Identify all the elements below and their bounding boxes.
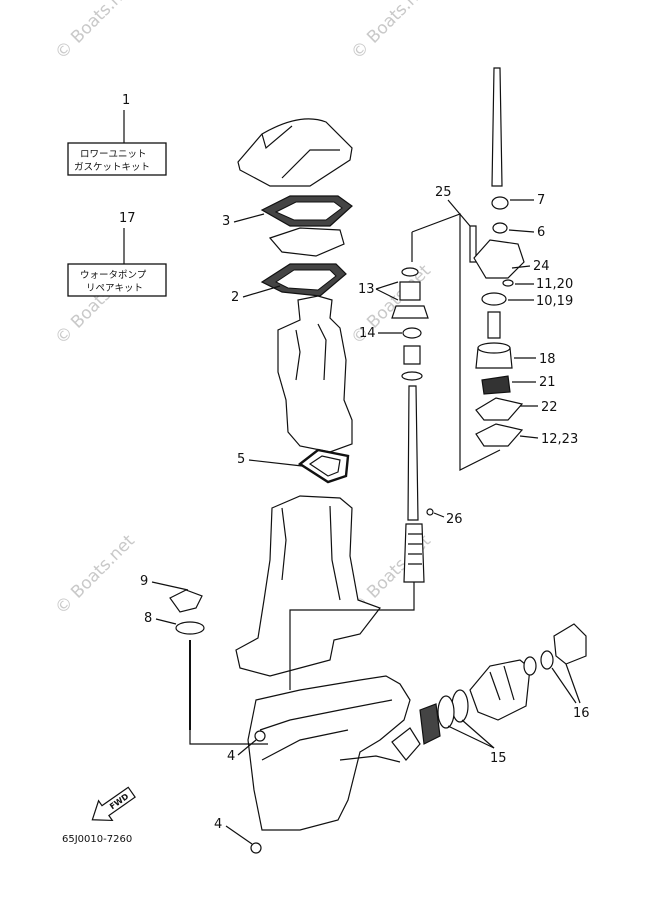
driveshaft-spline [403, 523, 425, 583]
kit-box-pump-line1: ウォータポンプ [80, 270, 147, 281]
bearing-15 [419, 703, 441, 745]
callout-18: 18 [539, 352, 556, 367]
callout-2: 2 [231, 290, 239, 305]
prop-shaft-housing [469, 659, 531, 721]
callout-25: 25 [435, 185, 452, 200]
callout-21: 21 [539, 375, 556, 390]
washer [401, 371, 423, 381]
seal-16a [523, 656, 537, 676]
shift-plate-9 [169, 589, 203, 613]
shaft-key [487, 311, 501, 339]
o-ring-8 [175, 621, 205, 635]
grommet-7 [491, 196, 509, 210]
o-ring-14 [402, 327, 422, 339]
gasket-5 [297, 448, 350, 484]
callout-1: 1 [122, 93, 130, 108]
watermark: © Boats.net [51, 531, 139, 619]
callout-26: 26 [446, 512, 463, 527]
watermark: © Boats.net [51, 0, 139, 64]
impeller-21 [481, 375, 511, 395]
seal-6 [492, 222, 508, 234]
upper-casing [277, 295, 353, 453]
bearing-housing-13 [391, 305, 429, 319]
callout-7: 7 [537, 193, 545, 208]
bearing-13-top [401, 267, 419, 277]
kit-box-water-pump: 17 ウォータポンプ リペアキット [67, 211, 167, 297]
pin-26 [426, 508, 434, 516]
pump-housing [473, 239, 525, 279]
callout-3: 3 [222, 214, 230, 229]
kit-box-gasket-line2: ガスケットキット [74, 162, 150, 173]
plate-22 [475, 397, 524, 421]
callout-14: 14 [359, 326, 376, 341]
cap-16 [553, 623, 587, 665]
sleeve [403, 345, 421, 365]
o-ring-11 [502, 279, 514, 287]
bearing-13 [399, 281, 421, 301]
upper-cover [237, 118, 353, 187]
lower-gearcase [247, 675, 411, 831]
shim-15a [451, 689, 469, 723]
drawing-code: 65J0010-7260 [62, 834, 132, 845]
callout-22: 22 [541, 400, 558, 415]
plate-under-3 [268, 227, 345, 257]
kit-box-gasket: 1 ロワーユニット ガスケットキット [67, 93, 167, 176]
callout-13: 13 [358, 282, 375, 297]
callout-16: 16 [573, 706, 590, 721]
shim-15b [437, 695, 455, 729]
driveshaft-housing [235, 495, 381, 677]
callout-9: 9 [140, 574, 148, 589]
driveshaft [407, 385, 419, 521]
plug-4-lower [250, 842, 262, 854]
callout-5: 5 [237, 452, 245, 467]
callout-6: 6 [537, 225, 545, 240]
gasket-12 [475, 423, 524, 447]
callout-12-23: 12,23 [541, 432, 578, 447]
insert-10 [481, 292, 507, 306]
plug-4-upper [254, 730, 266, 742]
callout-10-19: 10,19 [536, 294, 573, 309]
callout-17: 17 [119, 211, 136, 226]
fwd-arrow: FWD [91, 786, 136, 822]
kit-box-gasket-line1: ロワーユニット [80, 149, 147, 160]
seal-16b [540, 650, 554, 670]
callout-4-lower: 4 [214, 817, 222, 832]
callout-11-20: 11,20 [536, 277, 573, 292]
callout-15: 15 [490, 751, 507, 766]
kit-box-pump-line2: リペアキット [86, 283, 143, 294]
callout-4-upper: 4 [227, 749, 235, 764]
gear-15 [391, 727, 421, 761]
watermark: © Boats.net [347, 0, 435, 64]
pump-shaft [491, 67, 503, 187]
callout-24: 24 [533, 259, 550, 274]
watermarks: © Boats.net © Boats.net © Boats.net © Bo… [51, 0, 435, 619]
callout-8: 8 [144, 611, 152, 626]
